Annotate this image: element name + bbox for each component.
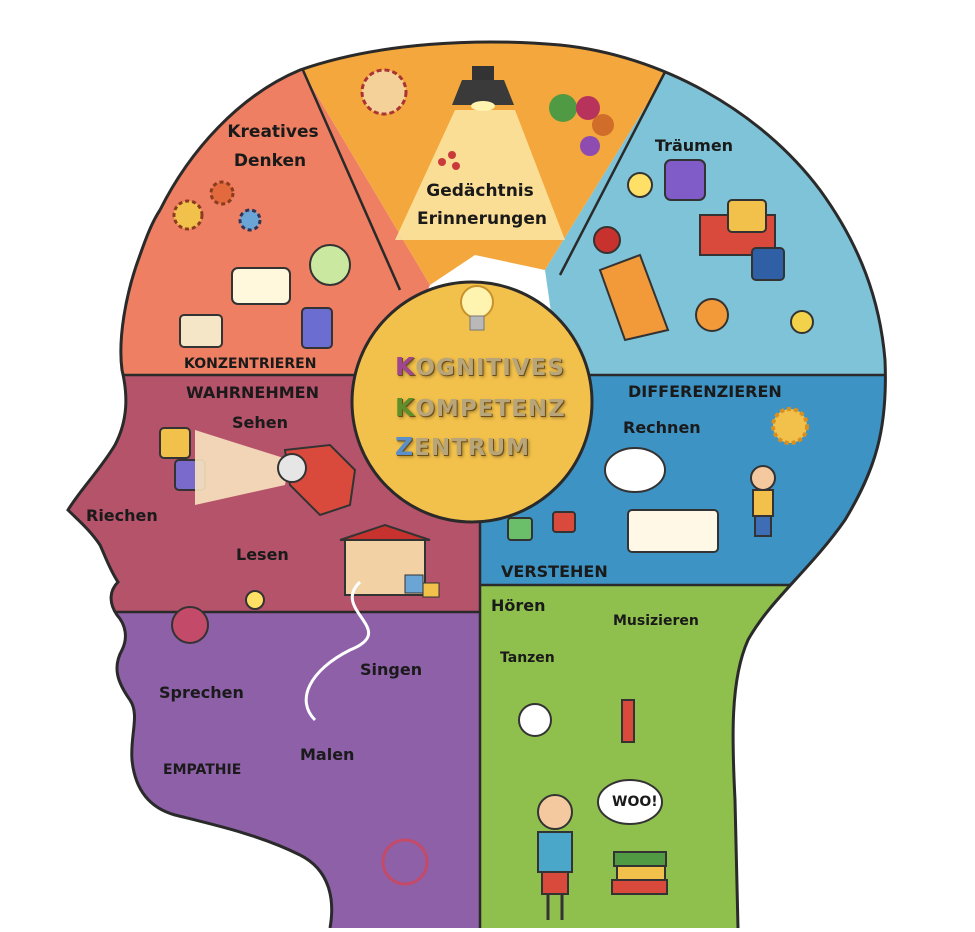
expression-speak: Sprechen [159,683,244,702]
puzzle-yellow-icon [727,199,767,233]
book-icon [598,253,670,342]
music-player-icon [301,307,333,349]
child-figure-icon [750,465,776,537]
bulb-small-icon [627,172,653,198]
memory-title-line1: Gedächtnis [426,181,534,201]
center-title-initial-2: K [395,393,416,422]
open-book-icon [627,509,719,553]
expression-sing: Singen [360,660,423,679]
gear-icon [172,180,262,232]
winding-path [304,580,370,722]
center-title-rest-2: OMPETENZ [415,396,566,422]
center-title-initial-1: K [395,352,416,381]
marker-icon [621,699,635,743]
creative-footer: KONZENTRIEREN [184,356,317,372]
speech-bubble [597,779,663,825]
center-title-rest-3: ENTRUM [414,435,531,461]
puzzle-green-icon [507,511,576,541]
ear-icon [518,703,552,737]
spotlight-beam [395,110,565,240]
center-title-line-3: ZENTRUM [395,432,530,461]
expression-paint: Malen [300,745,355,764]
memory-title-line2: Erinnerungen [417,209,547,229]
center-title-line-2: KOMPETENZ [395,393,566,422]
creative-title-line1: Kreatives [227,122,319,142]
tablet-icon [179,314,223,348]
hearing-dance: Tanzen [500,650,555,666]
hearing-speech-bubble-text: WOO! [612,794,658,810]
math-header: DIFFERENZIEREN [628,382,782,401]
note-card [231,267,291,305]
small-bulb-icon [245,590,265,610]
center-title-rest-1: OGNITIVES [415,355,565,381]
sun-icon [771,407,809,445]
center-circle [350,280,594,524]
lightbulb-icon [460,285,494,331]
balloons-icon [549,94,614,156]
math-calc: Rechnen [623,418,701,437]
center-title-line-1: KOGNITIVES [395,352,565,381]
creature-icon [171,606,209,644]
perception-smell: Riechen [86,506,158,525]
head-outline [66,40,887,929]
apple-icon [593,226,621,254]
boy-figure-icon [537,794,573,920]
light-beam [195,430,290,505]
perception-see: Sehen [232,413,289,432]
spiral-icon [381,838,429,886]
creative-title-line2: Denken [233,151,307,171]
projector-icon [277,443,357,517]
books-stack-icon [611,851,668,895]
perception-read: Lesen [236,545,289,564]
hearing-hear: Hören [491,596,546,615]
box-icon [751,247,785,281]
lamp-icon [452,66,514,111]
globe-icon [309,244,351,286]
thought-bubble [604,447,666,493]
house-icon [339,523,440,598]
clock-icon [664,159,706,201]
dreams-title: Träumen [654,136,734,155]
coin-icon [790,310,814,334]
emblem-icon [360,68,408,116]
hearing-music: Musizieren [613,613,699,629]
expression-empathy: EMPATHIE [163,762,242,778]
dots-icon [438,151,460,170]
perception-header: WAHRNEHMEN [186,383,319,402]
center-title-initial-3: Z [395,432,415,461]
math-footer: VERSTEHEN [501,562,608,581]
ball-icon [695,298,729,332]
